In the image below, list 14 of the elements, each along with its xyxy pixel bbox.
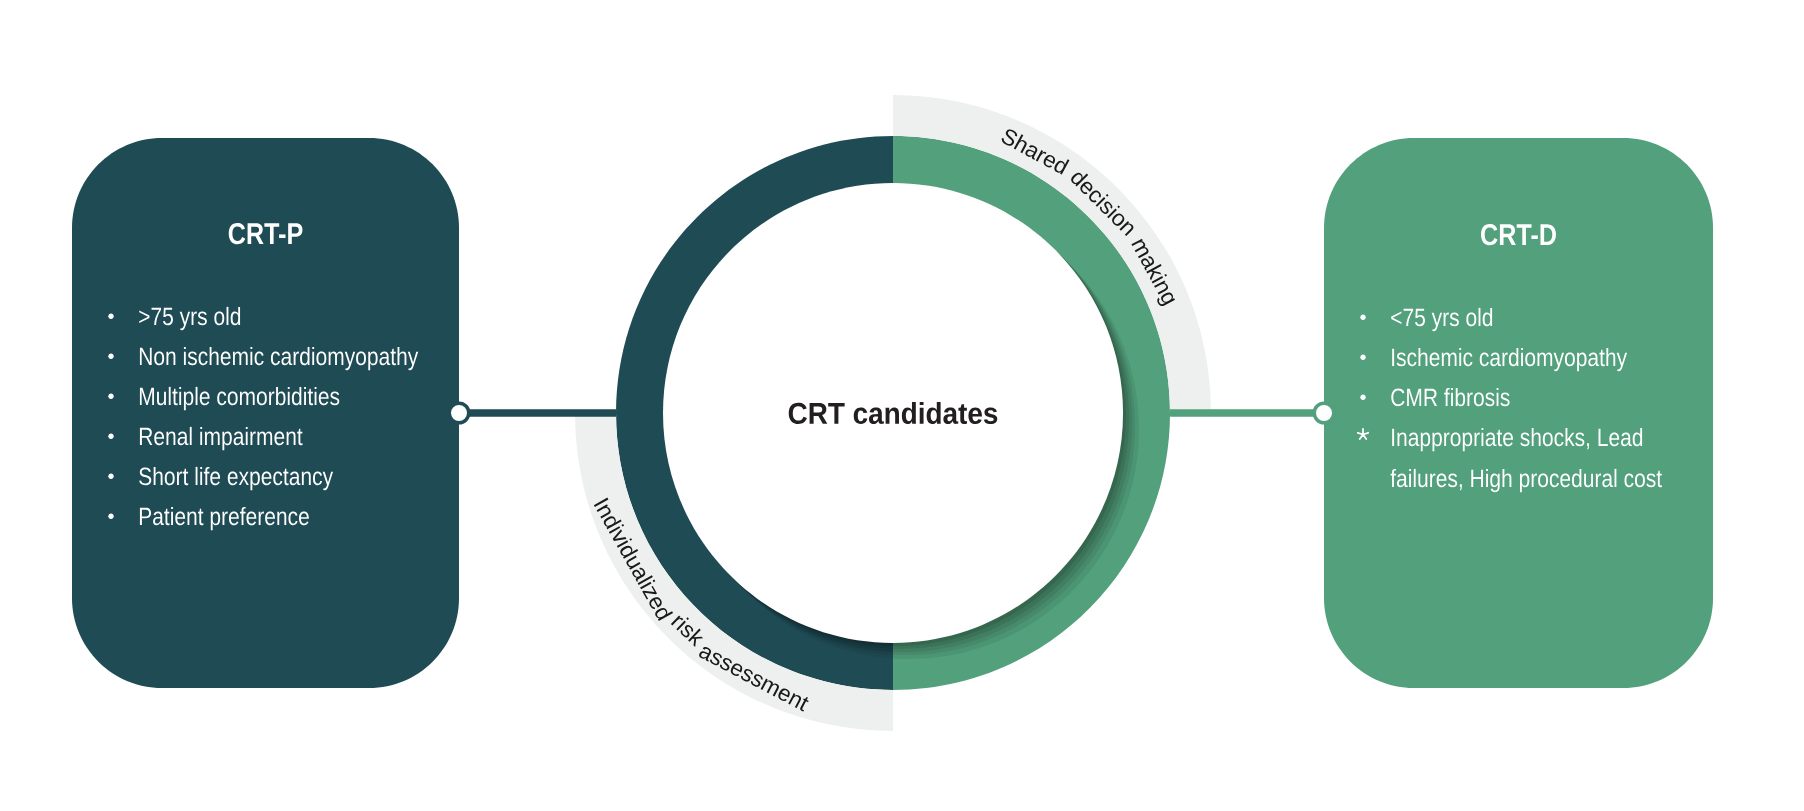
card-title: CRT-P (228, 223, 303, 245)
list-item: >75 yrs old (139, 306, 241, 331)
rounded-card (72, 138, 459, 688)
list-item: Patient preference (139, 506, 309, 531)
list-item: CMR fibrosis (1391, 387, 1510, 407)
list-item: Short life expectancy (139, 466, 334, 491)
list-item: <75 yrs old (1391, 307, 1493, 332)
rounded-card (1324, 138, 1713, 688)
list-item: Non ischemic cardiomyopathy (139, 346, 419, 371)
list-item: Inappropriate shocks, Lead failures, High procedural cost (1390, 427, 1662, 493)
card-title: CRT-D (1481, 224, 1556, 246)
list-item: Renal impairment (139, 426, 303, 451)
list-item: Multiple comorbidities (139, 386, 340, 411)
list-item: Ischemic cardiomyopathy (1392, 347, 1628, 372)
